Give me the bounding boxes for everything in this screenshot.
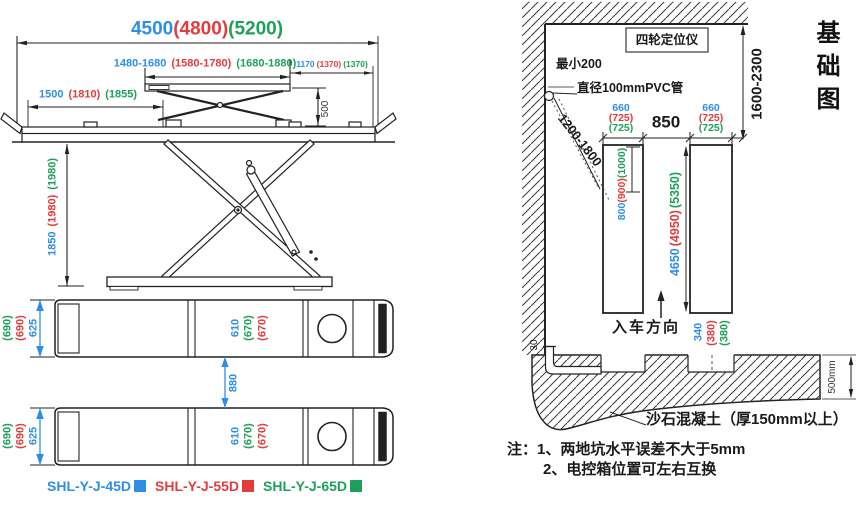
dim-pit-width-left: 660(725)(725) bbox=[608, 102, 634, 134]
pvc-pipe-label: 直径100mmPVC管 bbox=[577, 81, 684, 95]
dim-slab-depth: 500mm bbox=[827, 360, 838, 394]
dim-outer-width-45d: 625 bbox=[27, 426, 40, 446]
dim-overall-length: 4500(4800)(5200) bbox=[130, 18, 284, 40]
dim-outer-width-55d: (690) bbox=[14, 423, 27, 449]
dim-upper-platform: 1480-1680(1580-1780)(1680-1880) bbox=[113, 57, 297, 70]
dim-front-platform: 1500(1810)(1855) bbox=[38, 88, 138, 101]
dim-pit-width-right: 660(725)(725) bbox=[698, 102, 724, 134]
dim-inner-width-65d: (670) bbox=[242, 315, 255, 341]
wheel-aligner-label: 四轮定位仪 bbox=[635, 32, 699, 47]
notes: 注：1、两地坑水平误差不大于5mm 2、电控箱位置可左右互换 bbox=[507, 440, 745, 480]
pvc-conduit bbox=[544, 345, 602, 375]
drive-direction-label: 入车方向 bbox=[612, 319, 681, 336]
dim-lift-stroke: 500 bbox=[320, 100, 331, 118]
dim-pit-gap: 850 bbox=[651, 112, 681, 132]
legend-swatch-green bbox=[350, 480, 363, 492]
main-platform bbox=[21, 126, 376, 135]
elevation-drawing bbox=[16, 36, 379, 287]
legend-model-45d: SHL-Y-J-45D bbox=[47, 478, 147, 494]
note-2: 2、电控箱位置可左右互换 bbox=[543, 461, 717, 478]
pit-right bbox=[689, 144, 733, 314]
dim-wall-offset: 30 bbox=[529, 339, 540, 351]
concrete-label: 沙石混凝土（厚150mm以上） bbox=[646, 411, 848, 428]
wheel-aligner-box bbox=[625, 27, 709, 53]
dim-inner-width-55d: (670) bbox=[256, 423, 269, 449]
dim-pit-inset: 800(900)(1000) bbox=[615, 147, 628, 221]
runway-top-view-2 bbox=[30, 407, 394, 466]
base-frame bbox=[106, 276, 333, 288]
legend-model-55d: SHL-Y-J-55D bbox=[155, 478, 255, 494]
min-clearance-label: 最小200 bbox=[556, 57, 602, 71]
dim-outer-width-45d: 625 bbox=[27, 318, 40, 338]
hydraulic-cylinder bbox=[245, 169, 301, 257]
note-1: 注：1、两地坑水平误差不大于5mm bbox=[507, 441, 746, 458]
dim-inner-width-45d: 610 bbox=[229, 318, 242, 338]
dim-rear-offset-45d: 340 bbox=[692, 322, 705, 342]
runway-top-view-1 bbox=[30, 299, 394, 358]
dim-rear-offset-65d: (380) bbox=[718, 320, 731, 346]
legend-model-65d: SHL-Y-J-65D bbox=[263, 478, 363, 494]
upper-platform bbox=[144, 83, 291, 92]
wall-hatch bbox=[522, 24, 545, 355]
foundation-title: 基础图 bbox=[812, 20, 839, 119]
ceiling-hatch bbox=[522, 2, 748, 24]
dim-runway-gap: 880 bbox=[227, 373, 240, 393]
pvc-pipe-end bbox=[543, 90, 555, 102]
dim-rear-offset-55d: (380) bbox=[705, 320, 718, 346]
blue-width-dims bbox=[36, 300, 229, 465]
dim-lift-height: 1850(1980)(1980) bbox=[46, 157, 59, 257]
dim-inner-width-65d: (670) bbox=[242, 423, 255, 449]
dim-outer-width-65d: (690) bbox=[1, 315, 14, 341]
dim-right-offset: 1170(1370)(1370) bbox=[296, 58, 368, 69]
dim-outer-width-65d: (690) bbox=[1, 423, 14, 449]
dim-inner-width-45d: 610 bbox=[229, 426, 242, 446]
dim-pit-length: 4650(4950)(5350) bbox=[667, 171, 682, 277]
pit-left bbox=[602, 144, 644, 314]
dim-ceiling-range: 1600-2300 bbox=[748, 48, 766, 120]
dim-outer-width-55d: (690) bbox=[14, 315, 27, 341]
scissor-lift-machine bbox=[0, 83, 397, 291]
foundation-drawing bbox=[522, 2, 856, 431]
dim-inner-width-55d: (670) bbox=[256, 315, 269, 341]
legend-swatch-red bbox=[242, 480, 255, 492]
legend-swatch-blue bbox=[134, 480, 147, 492]
elevation-dim-arrows bbox=[17, 40, 378, 286]
